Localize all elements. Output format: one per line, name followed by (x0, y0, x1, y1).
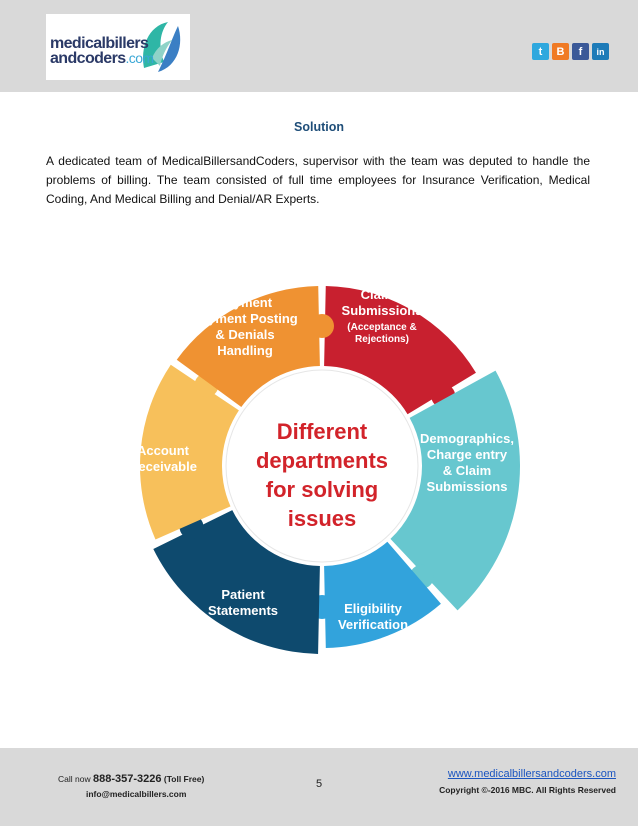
logo-line-1: medicalbillers (50, 35, 149, 52)
logo-wordmark: medicalbillers andcoders.com (50, 35, 155, 67)
segment-label-line: & Claim (443, 463, 491, 478)
page-number: 5 (316, 778, 323, 790)
center-circle (225, 369, 419, 563)
phone-number[interactable]: 888-357-3226 (92, 773, 162, 785)
segment-label-line: Demographics, (420, 431, 514, 446)
logo-line-2: andcoders.com (50, 50, 155, 67)
company-logo[interactable]: medicalbillers andcoders.com (46, 14, 190, 80)
segment-eligibility (324, 541, 441, 648)
segment-label-line: Handling (217, 343, 273, 358)
toll-free-label: (Toll Free) (163, 774, 205, 784)
segment-sublabel-line: Rejections) (355, 334, 409, 345)
linkedin-icon[interactable]: in (592, 43, 609, 60)
segment-label-line: Submissions (427, 479, 508, 494)
footer-right: www.medicalbillersandcoders.com Copyrigh… (439, 768, 616, 795)
copyright-text: Copyright ©-2016 MBC. All Rights Reserve… (439, 785, 616, 795)
segment-label-line: Patient (221, 587, 265, 602)
footer-band (0, 748, 638, 826)
segment-label-line: Submissions (342, 303, 423, 318)
segment-demographics (390, 370, 520, 611)
segments-layer (140, 286, 520, 654)
segment-label-line: Payment (218, 295, 273, 310)
segment-patient (153, 510, 320, 654)
segment-label-line: Claims (361, 287, 404, 302)
segment-label-line: Account (137, 443, 190, 458)
segment-label-line: & Denials (215, 327, 274, 342)
social-links: t B f in (532, 43, 609, 60)
center-text: Different departments for solving issues (256, 419, 388, 531)
blogger-icon[interactable]: B (552, 43, 569, 60)
segment-label-line: Receivable (129, 459, 197, 474)
center-text-line: Different (277, 419, 368, 444)
center-text-line: issues (288, 506, 357, 531)
logo-mark-icon (143, 22, 181, 72)
footer-contact: Call now 888-357-3226 (Toll Free) info@m… (58, 773, 204, 799)
center-text-line: for solving (266, 477, 378, 502)
puzzle-knob-payment (310, 314, 334, 338)
segment-claims (324, 286, 476, 415)
facebook-icon[interactable]: f (572, 43, 589, 60)
center-text-line: departments (256, 448, 388, 473)
website-link[interactable]: www.medicalbillersandcoders.com (447, 768, 616, 780)
email-link[interactable]: info@medicalbillers.com (86, 789, 187, 799)
segment-sublabel-line: (Acceptance & (347, 322, 416, 333)
logo-line-2-text: andcoders (50, 50, 126, 67)
segment-label-line: Eligibility (344, 601, 403, 616)
segment-payment (176, 286, 320, 407)
segment-account (140, 364, 239, 540)
segment-label-line: Charge entry (427, 447, 508, 462)
segment-label-line: Payment Posting (192, 311, 298, 326)
twitter-icon[interactable]: t (532, 43, 549, 60)
section-title: Solution (294, 120, 344, 134)
segment-label-line: Statements (208, 603, 278, 618)
logo-suffix: .com (125, 50, 155, 66)
call-label: Call now (58, 774, 91, 784)
body-paragraph: A dedicated team of MedicalBillersandCod… (46, 154, 590, 206)
segment-label-line: Verification (338, 617, 408, 632)
